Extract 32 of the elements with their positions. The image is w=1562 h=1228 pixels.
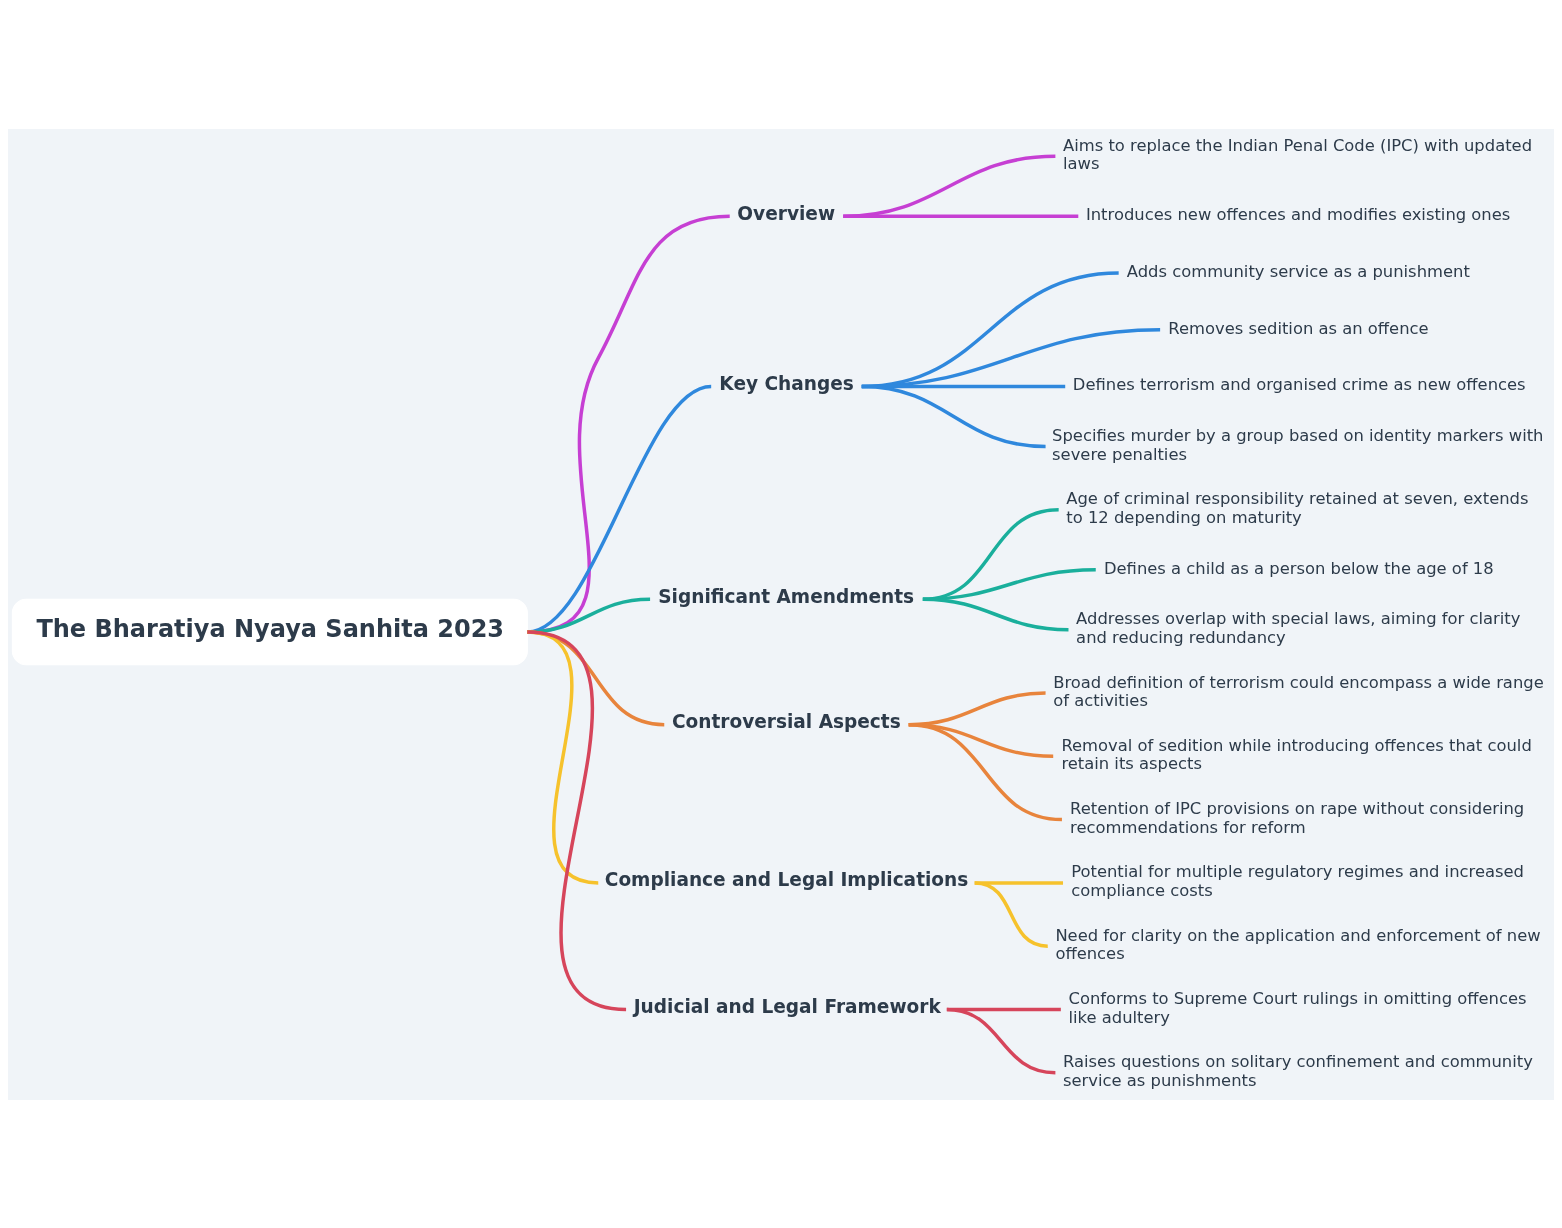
node-text: Need for clarity on the application and enforcement of new offences — [1055, 925, 1541, 963]
node-text: Broad definition of terrorism could encompass a wide range of activities — [1053, 672, 1544, 710]
connector — [946, 1007, 1056, 1074]
connector — [922, 597, 1069, 631]
connector — [908, 722, 1063, 821]
node-text: Potential for multiple regulatory regimes and increased compliance costs — [1071, 861, 1524, 900]
node-text: Retention of IPC provisions on rape without considering recommendations for reform — [1070, 798, 1525, 837]
connector — [922, 567, 1096, 601]
node-text: Aims to replace the Indian Penal Code (IPC) with updated laws — [1063, 135, 1533, 173]
connector — [974, 880, 1048, 948]
node-text: Introduces new offences and modifies existing ones — [1085, 204, 1511, 224]
node-text: Significant Amendments — [658, 585, 915, 607]
node-text: Removal of sedition while introducing offences that could retain its aspects — [1061, 735, 1532, 773]
node-text: Key Changes — [719, 372, 854, 394]
node-text: Defines terrorism and organised crime as new offences — [1072, 374, 1526, 394]
node-text: Age of criminal responsibility retained at seven, extends to 12 depending on maturity — [1066, 488, 1529, 527]
connector — [527, 629, 627, 1011]
node-text: Judicial and Legal Framework — [633, 995, 941, 1017]
connector — [861, 384, 1046, 448]
node-text: Addresses overlap with special laws, aiming for clarity and reducing redundancy — [1076, 608, 1521, 647]
node-text: Raises questions on solitary confinement and community service as punishments — [1063, 1051, 1533, 1090]
node-text: Compliance and Legal Implications — [604, 868, 969, 890]
connector — [843, 154, 1056, 218]
node-text: Removes sedition as an offence — [1168, 318, 1429, 338]
node-text: Overview — [737, 202, 836, 224]
node-text: Defines a child as a person below the age of 18 — [1103, 558, 1494, 578]
node-text: Controversial Aspects — [671, 710, 901, 732]
node-text: Conforms to Supreme Court rulings in omitting offences like adultery — [1068, 988, 1527, 1027]
node-text: Adds community service as a punishment — [1126, 261, 1470, 281]
connector — [843, 214, 1079, 218]
node-box: The Bharatiya Nyaya Sanhita 2023 — [11, 598, 528, 665]
node-text: Specifies murder by a group based on identity markers with severe penalties — [1052, 425, 1544, 464]
